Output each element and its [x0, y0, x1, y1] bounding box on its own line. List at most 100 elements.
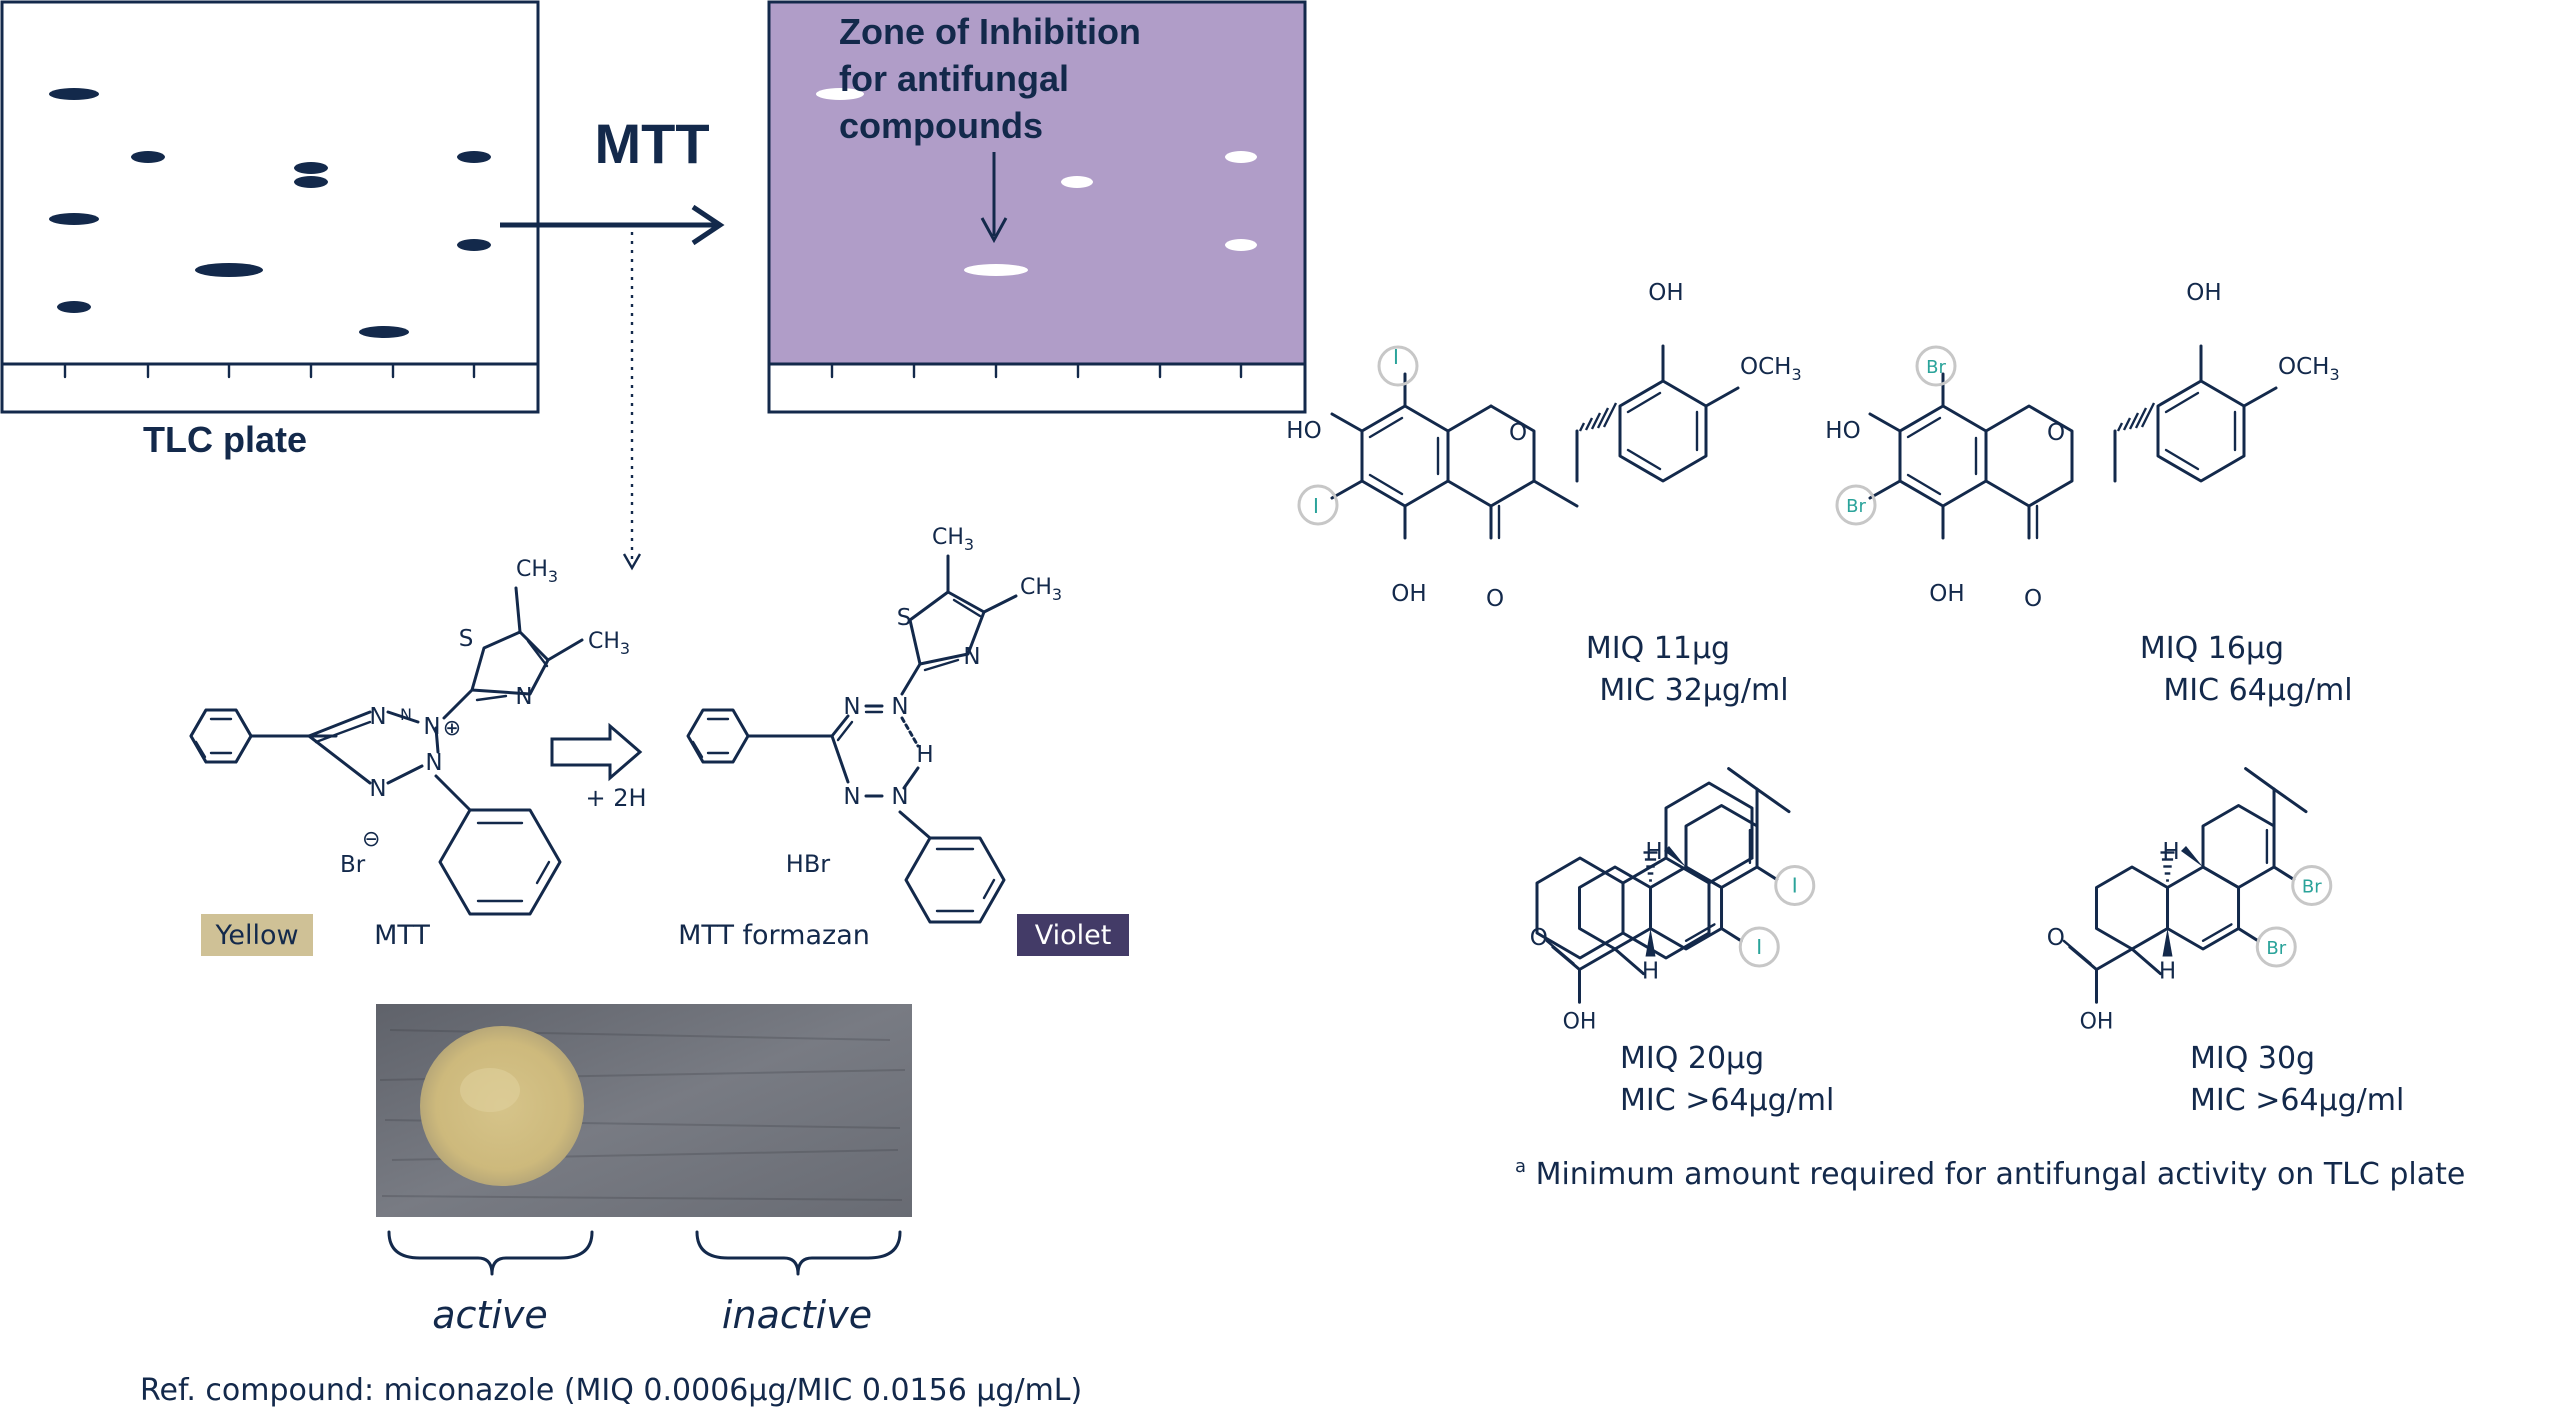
thiazole-ring	[470, 630, 550, 696]
atom-label: N	[400, 705, 412, 724]
reagent-label: + 2H	[585, 784, 646, 812]
atom-label: N	[425, 750, 442, 776]
mtt-arrow-label: MTT	[594, 112, 709, 175]
miq-value: MIQ 30g	[2190, 1041, 2315, 1076]
dotted-arrow-head-icon	[622, 553, 642, 571]
tlc-spot	[195, 263, 263, 277]
stereo-hash-bond	[2160, 851, 2175, 882]
miq-value: MIQ 20µg	[1620, 1041, 1764, 1076]
tlc-spot	[57, 301, 91, 313]
atom-label: OH	[2080, 1009, 2114, 1034]
reference-compound-caption: Ref. compound: miconazole (MIQ 0.0006µg/…	[140, 1373, 1082, 1408]
mtt-structure: N N N N N ⊕ S N CH3 CH3 Br ⊖	[189, 557, 630, 916]
inactive-bracket	[695, 1230, 902, 1276]
halogen-label: I	[1756, 935, 1762, 959]
atom-label: O	[1486, 586, 1504, 612]
phenyl-ring	[686, 708, 750, 764]
compound-2-structure: Br Br O HO OH O OH OCH3 MIQ 16µg MIC 64µ…	[1825, 280, 2352, 708]
atom-label: O	[2024, 586, 2042, 612]
halogen-highlight-circle	[2291, 864, 2333, 906]
halogen-label: I	[1792, 873, 1798, 897]
zone-label-line: for antifungal	[839, 58, 1069, 99]
atom-label: S	[459, 626, 474, 652]
halogen-label: I	[1393, 345, 1399, 369]
stereo-hash-bond	[1643, 851, 1658, 882]
violet-swatch	[1017, 914, 1129, 956]
footnote: a Minimum amount required for antifungal…	[1515, 1156, 2465, 1192]
atom-label: N	[515, 684, 532, 710]
tlc-spot	[49, 88, 99, 100]
atom-label: N	[963, 644, 980, 670]
inhibition-zones	[816, 88, 1257, 276]
atom-label: O	[1530, 925, 1548, 951]
mtt-transform-arrow: MTT	[500, 112, 725, 571]
tlc-plate: TLC plate	[0, 0, 540, 460]
atom-label: HO	[1825, 418, 1860, 444]
tlc-spots	[49, 88, 491, 338]
bio-lane-ticks	[830, 362, 1243, 379]
phenyl-ring	[904, 836, 1006, 924]
active-bracket	[387, 1230, 594, 1276]
halogen-label: Br	[2266, 938, 2286, 959]
methyl-label: CH3	[1020, 575, 1062, 604]
tlc-spot	[359, 326, 409, 338]
tlc-spot	[457, 239, 491, 251]
halogen-highlight-circle	[1915, 345, 1957, 387]
yellow-swatch	[201, 914, 313, 956]
zone-of-inhibition-label: Zone of Inhibition for antifungal compou…	[839, 11, 1141, 146]
tlc-plate-frame	[0, 0, 540, 414]
yellow-label: Yellow	[214, 920, 298, 951]
methyl-label: CH3	[588, 629, 630, 658]
negative-charge-icon: ⊖	[362, 827, 380, 852]
zone-label-line: Zone of Inhibition	[839, 11, 1141, 52]
tlc-lane-ticks	[63, 362, 476, 379]
reduction-arrow: + 2H	[550, 722, 647, 812]
zone-pointer-arrow-head-icon	[980, 217, 1008, 244]
tlc-spot	[131, 151, 165, 163]
atom-label: N	[843, 784, 860, 810]
atom-label: H	[916, 742, 933, 768]
atom-label: HO	[1286, 418, 1321, 444]
footnote-text: a Minimum amount required for antifungal…	[1515, 1156, 2465, 1192]
mic-value: MIC 64µg/ml	[2163, 673, 2352, 708]
atom-label: OH	[1648, 280, 1683, 306]
formazan-name-label: MTT formazan	[678, 920, 870, 951]
violet-plate-area	[770, 3, 1304, 364]
tlc-plate-label: TLC plate	[143, 419, 307, 460]
tlc-spot	[49, 213, 99, 225]
phenyl-ring	[438, 808, 562, 916]
atom-label: N	[891, 784, 908, 810]
atom-label: OH	[1563, 1009, 1597, 1034]
mic-value: MIC 32µg/ml	[1599, 673, 1788, 708]
methoxy-label: OCH3	[1740, 354, 1802, 384]
tlc-spot	[294, 162, 328, 174]
inhibition-zone	[964, 264, 1028, 276]
methoxy-label: OCH3	[2278, 354, 2340, 384]
active-label: active	[432, 1293, 548, 1337]
inhibition-zone	[816, 88, 864, 100]
methyl-label: CH3	[516, 557, 558, 586]
atom-label: OH	[2186, 280, 2221, 306]
halogen-highlight-circle	[1835, 484, 1877, 526]
halogen-highlight-circle	[1377, 345, 1419, 387]
assay-photo: active inactive Ref. compound: miconazol…	[140, 1004, 1082, 1408]
halogen-label: Br	[2302, 876, 2322, 897]
halogen-label: Br	[1846, 496, 1866, 517]
tlc-spot	[457, 151, 491, 163]
inhibition-zone	[1225, 151, 1257, 163]
halogen-label: Br	[1926, 357, 1946, 378]
mic-value: MIC >64µg/ml	[1620, 1083, 1834, 1118]
formazan-structure: N N H N N S N CH3 CH3 HBr	[686, 525, 1062, 924]
halogen-highlight-circle	[1774, 864, 1816, 906]
arrow-head-icon	[691, 204, 725, 246]
atom-label: H	[1642, 959, 1659, 985]
halogen-highlight-circle	[1297, 484, 1339, 526]
mic-value: MIC >64µg/ml	[2190, 1083, 2404, 1118]
miq-value: MIQ 16µg	[2140, 631, 2284, 666]
stereo-hash-bond	[1578, 402, 1618, 432]
hollow-arrow-icon	[550, 722, 643, 782]
bromide-label: Br	[340, 852, 366, 878]
